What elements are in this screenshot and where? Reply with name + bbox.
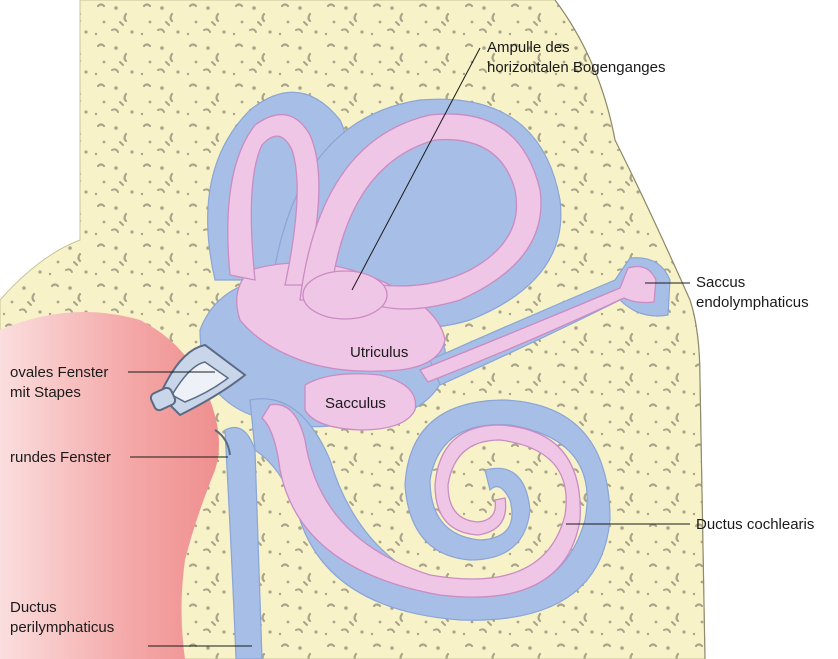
label-ovales-line2: mit Stapes <box>10 384 81 401</box>
label-ampulle-line1: Ampulle des <box>487 39 570 56</box>
label-perilymph-line1: Ductus <box>10 599 57 616</box>
label-saccus-line1: Saccus <box>696 274 745 291</box>
label-utriculus: Utriculus <box>350 344 408 361</box>
label-perilymph-line2: perilymphaticus <box>10 619 114 636</box>
ampulle <box>303 271 387 319</box>
label-rundes: rundes Fenster <box>10 449 111 466</box>
label-saccus-line2: endolymphaticus <box>696 294 809 311</box>
label-ductus-cochlearis: Ductus cochlearis <box>696 516 814 533</box>
label-ampulle-line2: horizontalen Bogenganges <box>487 59 665 76</box>
label-ovales-line1: ovales Fenster <box>10 364 108 381</box>
label-sacculus: Sacculus <box>325 395 386 412</box>
